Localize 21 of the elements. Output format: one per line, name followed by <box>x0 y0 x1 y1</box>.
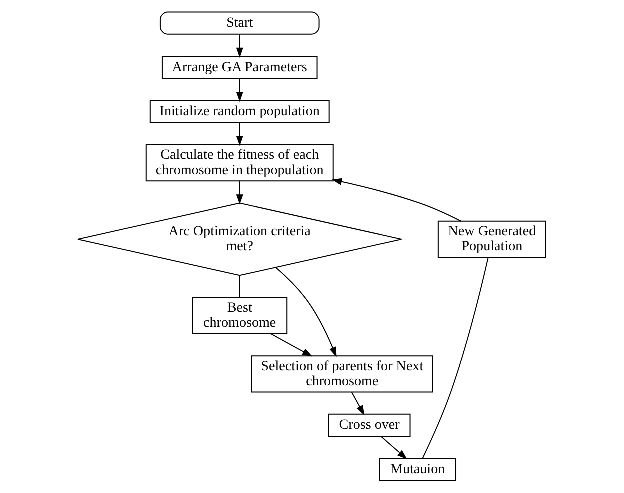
arrow <box>332 178 462 222</box>
node-box: Mutauion <box>379 458 456 482</box>
arrow <box>236 34 244 58</box>
node-box: Cross over <box>328 414 411 437</box>
arrow <box>236 78 244 102</box>
node-box: New Generated Population <box>438 220 546 258</box>
node-box: Calculate the fitness of each chromosome in thepopulation <box>146 144 334 182</box>
arrow <box>270 334 313 357</box>
arrow <box>236 181 244 205</box>
arrow <box>380 436 408 460</box>
arrow <box>236 123 244 146</box>
node-box: Initialize random population <box>150 100 330 124</box>
arrow <box>276 267 337 358</box>
node-diamond: Arc Optimization criteria met? <box>78 202 402 276</box>
connector <box>422 257 489 459</box>
node-box: Best chromosome <box>192 297 288 334</box>
connector <box>239 276 240 298</box>
arrow <box>351 392 365 416</box>
node-box: Arrange GA Parameters <box>162 56 318 80</box>
node-box: Selection of parents for Next chromosome <box>251 356 434 393</box>
node-box: Start <box>160 12 320 35</box>
